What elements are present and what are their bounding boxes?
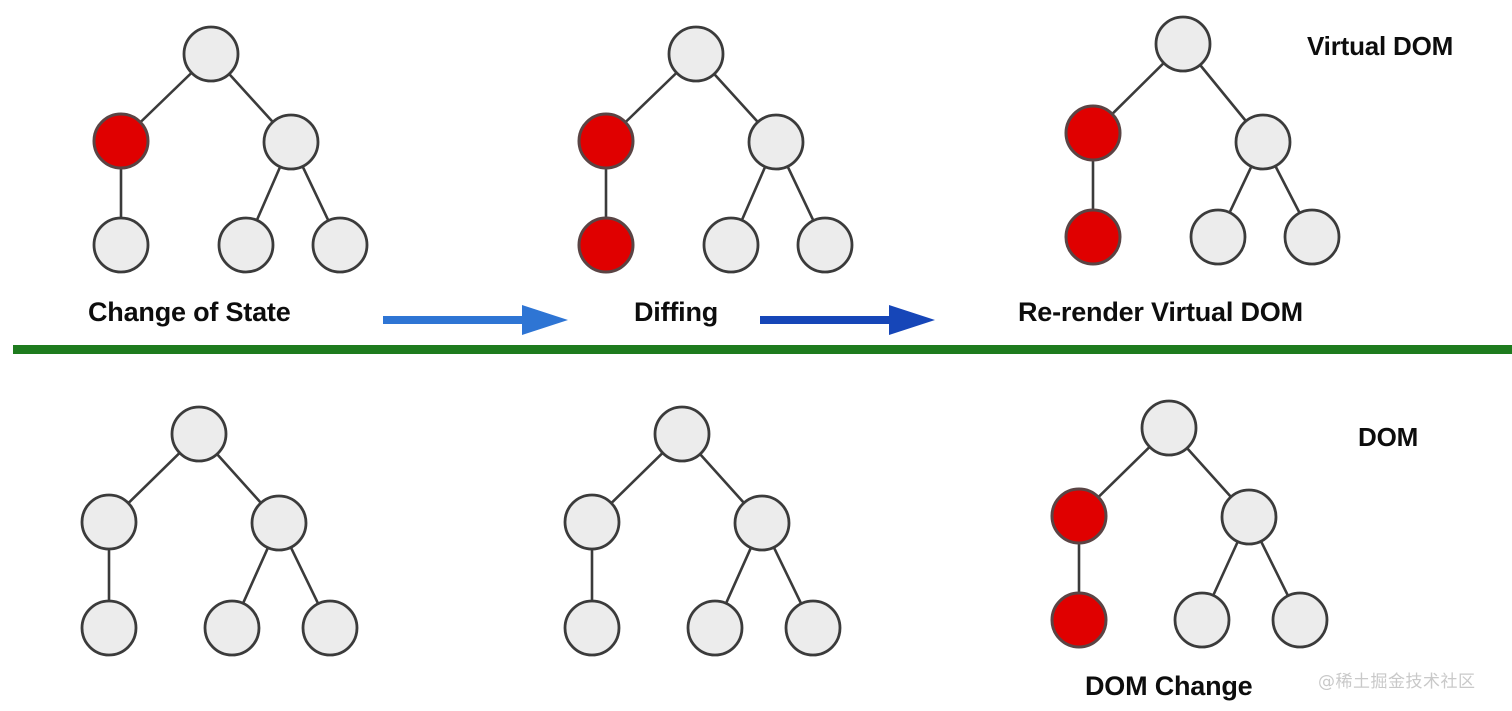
arrow-shaft: [383, 316, 522, 324]
tree-node-icon: [1154, 15, 1212, 73]
tree-edge: [1184, 445, 1234, 500]
tree-node-icon: [563, 493, 621, 551]
tree-node-icon: [92, 112, 150, 170]
tree-node-icon: [80, 493, 138, 551]
arrow-head: [889, 305, 935, 335]
tree-vdom-change-of-state: [92, 25, 369, 274]
arrow-head: [522, 305, 568, 335]
tree-dom-initial: [80, 405, 359, 657]
tree-node-icon: [182, 25, 240, 83]
tree-node-icon: [170, 405, 228, 463]
tree-edge: [739, 163, 768, 224]
tree-edge: [608, 450, 666, 506]
tree-node-icon: [702, 216, 760, 274]
tree-node-icon: [217, 216, 275, 274]
tree-node-icon: [667, 25, 725, 83]
tree-edge: [214, 451, 264, 506]
label-change-of-state: Change of State: [88, 297, 291, 327]
tree-node-icon: [203, 599, 261, 657]
tree-edge: [1258, 538, 1291, 599]
tree-node-icon: [262, 113, 320, 171]
tree-edge: [1211, 538, 1240, 599]
tree-node-icon: [563, 599, 621, 657]
label-diffing: Diffing: [634, 297, 719, 327]
label-dom-change: DOM Change: [1085, 671, 1253, 701]
tree-edge: [1227, 163, 1254, 216]
tree-node-icon: [1140, 399, 1198, 457]
tree-edge: [622, 70, 680, 125]
arrow-right-icon: [383, 305, 568, 335]
tree-edge: [771, 544, 804, 607]
label-rerender-virtual-dom: Re-render Virtual DOM: [1018, 297, 1303, 327]
tree-edge: [723, 544, 754, 607]
tree-edge: [254, 163, 283, 224]
tree-node-icon: [733, 494, 791, 552]
tree-node-icon: [301, 599, 359, 657]
tree-dom-change: [1050, 399, 1329, 649]
tree-node-icon: [747, 113, 805, 171]
tree-dom-middle: [563, 405, 842, 657]
tree-edge: [288, 544, 321, 607]
tree-node-icon: [1064, 104, 1122, 162]
tree-node-icon: [1050, 591, 1108, 649]
tree-node-icon: [1234, 113, 1292, 171]
tree-node-icon: [686, 599, 744, 657]
tree-node-icon: [250, 494, 308, 552]
tree-node-icon: [1173, 591, 1231, 649]
tree-edge: [697, 451, 747, 506]
tree-node-icon: [1283, 208, 1341, 266]
tree-edge: [125, 450, 183, 506]
tree-node-icon: [1271, 591, 1329, 649]
tree-node-icon: [1220, 488, 1278, 546]
tree-node-icon: [784, 599, 842, 657]
tree-edge: [240, 544, 271, 607]
tree-edge: [1273, 162, 1302, 217]
tree-edge: [1095, 444, 1153, 500]
tree-edge: [1197, 62, 1249, 124]
tree-node-icon: [92, 216, 150, 274]
tree-node-icon: [653, 405, 711, 463]
section-divider: [13, 345, 1512, 354]
tree-edge: [785, 163, 816, 224]
label-virtual-dom-section: Virtual DOM: [1307, 31, 1454, 61]
watermark-text: @稀土掘金技术社区: [1318, 672, 1476, 692]
tree-edge: [711, 71, 761, 125]
label-dom-section: DOM: [1358, 422, 1419, 452]
tree-edge: [1109, 60, 1167, 117]
tree-node-icon: [1064, 208, 1122, 266]
tree-node-icon: [311, 216, 369, 274]
tree-node-icon: [1189, 208, 1247, 266]
tree-node-icon: [80, 599, 138, 657]
tree-node-icon: [577, 112, 635, 170]
tree-edge: [137, 70, 195, 125]
arrow-right-icon: [760, 305, 935, 335]
tree-node-icon: [796, 216, 854, 274]
tree-edge: [226, 71, 276, 125]
tree-node-icon: [577, 216, 635, 274]
arrow-shaft: [760, 316, 889, 324]
tree-vdom-rerender: [1064, 15, 1341, 266]
tree-node-icon: [1050, 487, 1108, 545]
tree-edge: [300, 163, 331, 224]
tree-vdom-diffing: [577, 25, 854, 274]
